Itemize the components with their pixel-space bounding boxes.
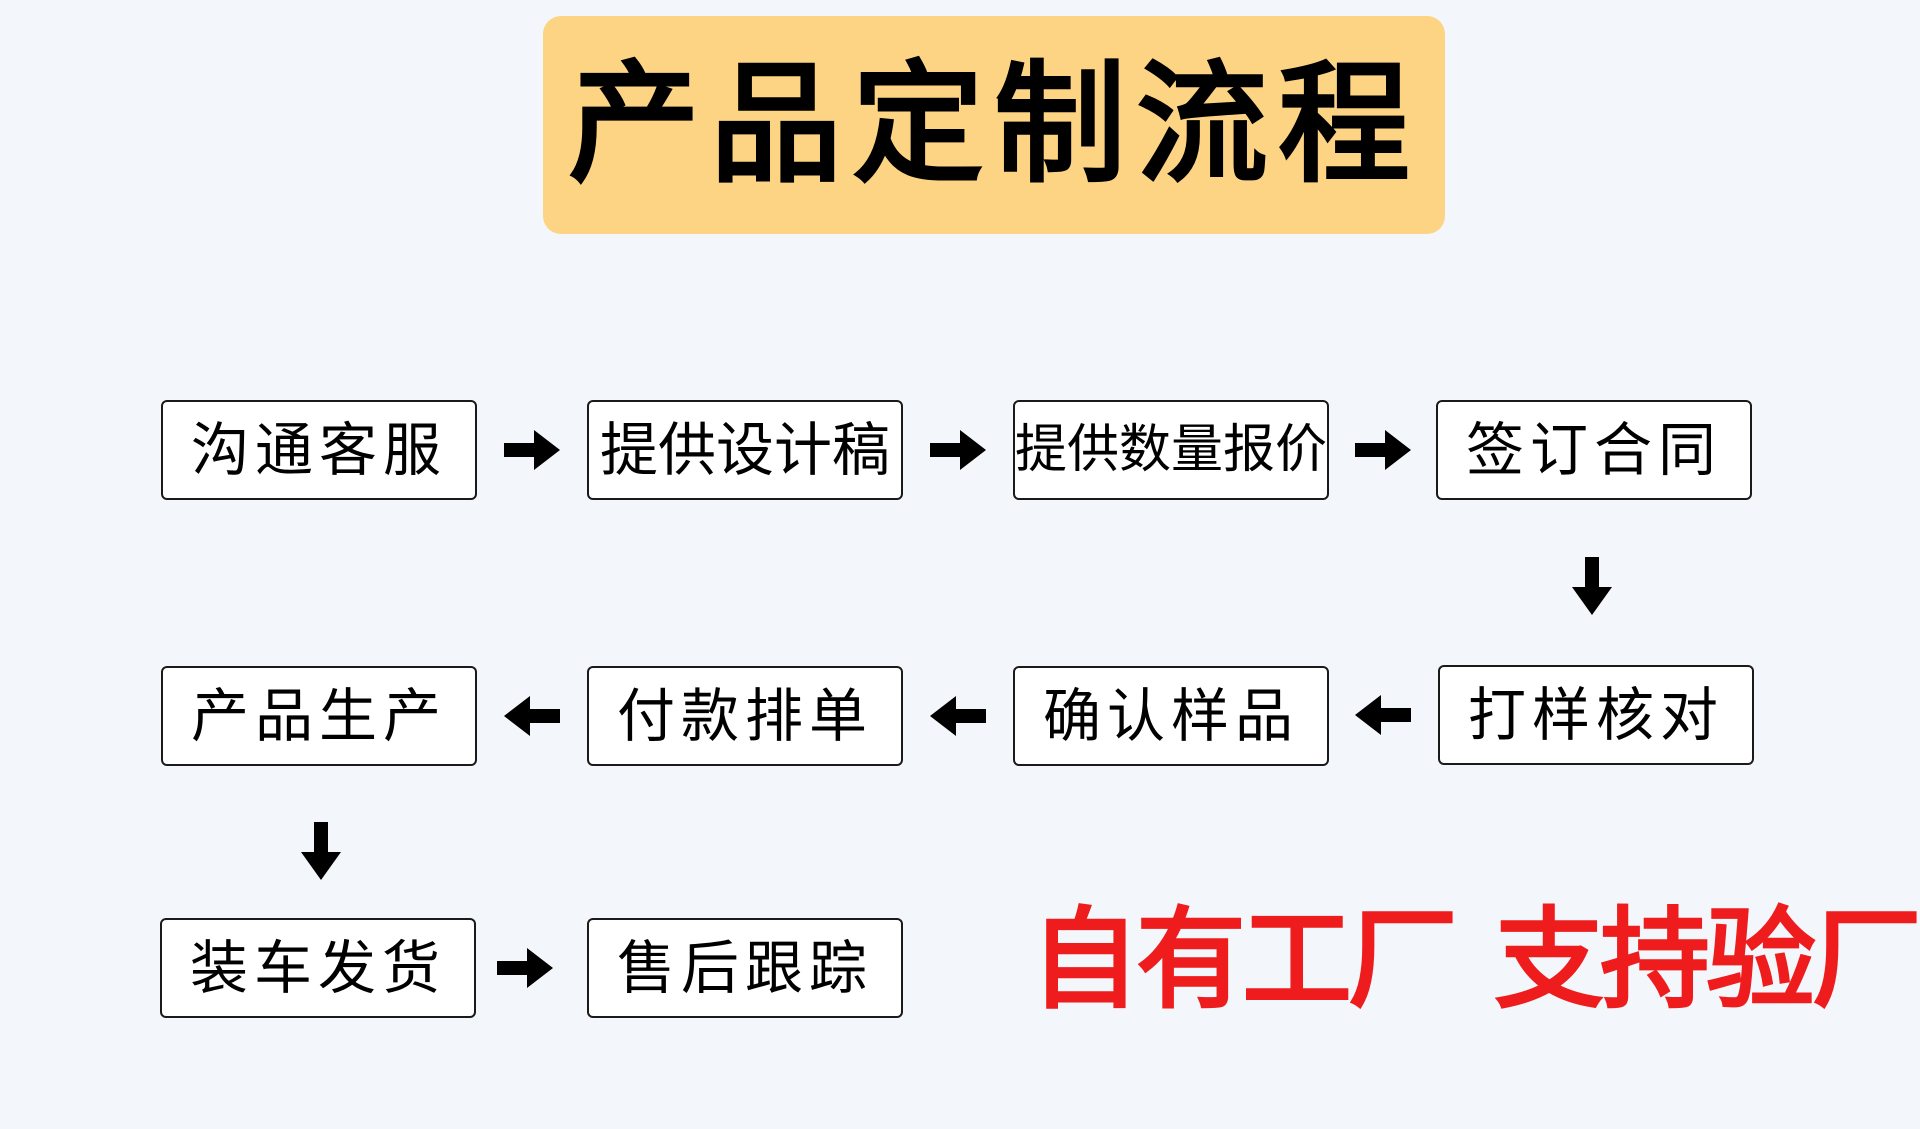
arrow-down-icon	[1572, 557, 1612, 615]
step-after-sales: 售后跟踪	[587, 918, 903, 1018]
factory-slogan: 自有工厂支持验厂	[1030, 905, 1920, 1015]
arrow-right-icon	[504, 430, 560, 470]
slogan-own-factory: 自有工厂	[1030, 896, 1458, 1024]
step-payment-scheduling: 付款排单	[587, 666, 903, 766]
slogan-factory-audit: 支持验厂	[1494, 896, 1920, 1024]
arrow-down-icon	[301, 822, 341, 880]
step-sign-contract: 签订合同	[1436, 400, 1752, 500]
page-title: 产品定制流程	[568, 48, 1420, 202]
arrow-left-icon	[930, 696, 986, 736]
step-contact-service: 沟通客服	[161, 400, 477, 500]
step-provide-design: 提供设计稿	[587, 400, 903, 500]
arrow-right-icon	[1355, 430, 1411, 470]
step-sample-proofing: 打样核对	[1438, 665, 1754, 765]
title-banner: 产品定制流程	[543, 16, 1445, 234]
step-production: 产品生产	[161, 666, 477, 766]
arrow-left-icon	[1355, 695, 1411, 735]
step-loading-shipping: 装车发货	[160, 918, 476, 1018]
step-provide-quote: 提供数量报价	[1013, 400, 1329, 500]
step-confirm-sample: 确认样品	[1013, 666, 1329, 766]
arrow-left-icon	[504, 696, 560, 736]
arrow-right-icon	[930, 430, 986, 470]
arrow-right-icon	[497, 948, 553, 988]
